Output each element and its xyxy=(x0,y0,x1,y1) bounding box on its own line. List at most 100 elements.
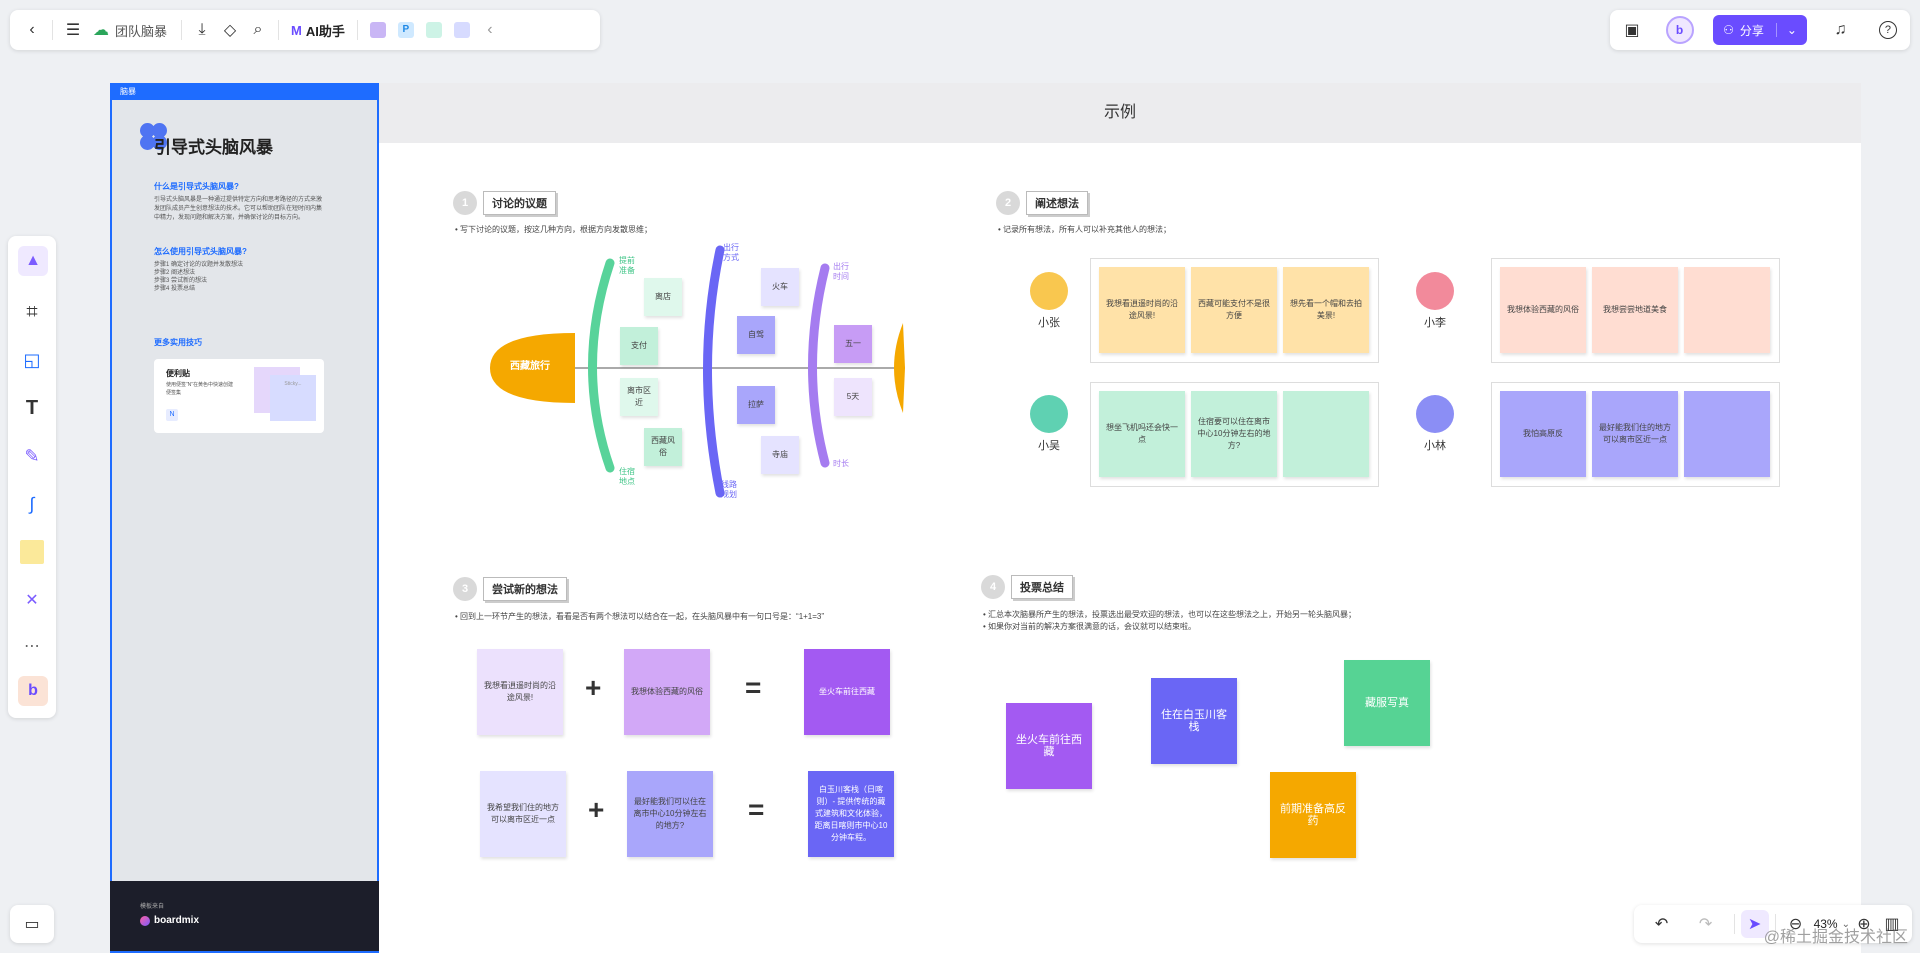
help-icon[interactable]: ? xyxy=(1874,16,1902,44)
briefcase-icon[interactable]: ▣ xyxy=(1624,22,1640,39)
person-lin: 小林 xyxy=(1413,395,1457,453)
sticky-note[interactable]: 我希望我们住的地方可以离市区近一点 xyxy=(480,771,566,857)
shape-icon[interactable]: ◱ xyxy=(23,349,41,370)
bone-blue xyxy=(703,245,725,498)
section-label[interactable]: 阐述想法 xyxy=(1026,191,1088,215)
zoom-level[interactable]: 43% xyxy=(1813,917,1838,931)
ai-assistant-button[interactable]: M AI助手 xyxy=(285,21,351,40)
step-item: 步骤1 确定讨论的议题并发散想法 xyxy=(154,262,244,268)
chat-plugin-icon[interactable] xyxy=(448,16,476,44)
menu-icon[interactable]: ☰ xyxy=(65,22,81,39)
sticky-note[interactable]: 我想尝尝地道美食 xyxy=(1592,267,1678,353)
sticky-note[interactable]: 离市区近 xyxy=(620,378,658,416)
sticky-note[interactable]: 我想看逍遥时尚的沿途风景! xyxy=(1099,267,1185,353)
template-footer: 模板来自 boardmix xyxy=(110,881,381,951)
desc-text: 如果你对当前的解决方案很满意的话，会议就可以结束啦。 xyxy=(988,622,1197,631)
q2-heading: 怎么使用引导式头脑风暴? xyxy=(154,247,247,256)
zoom-out-icon[interactable]: ⊖ xyxy=(1788,916,1803,933)
bell-icon[interactable]: ♫ xyxy=(1834,21,1847,38)
sticky-note[interactable]: 火车 xyxy=(761,268,799,306)
user-add-icon: ⚇ xyxy=(1723,23,1734,37)
sticky-note[interactable] xyxy=(1283,391,1369,477)
download-icon[interactable]: ⤓ xyxy=(198,21,206,38)
section-label[interactable]: 尝试新的想法 xyxy=(483,577,567,601)
map-toggle[interactable]: ▭ xyxy=(10,905,54,943)
sticky-note[interactable]: 我想体验西藏的风俗 xyxy=(624,649,710,735)
section-label[interactable]: 投票总结 xyxy=(1011,575,1073,599)
board-canvas[interactable] xyxy=(379,83,1861,953)
sticky-note[interactable]: 西藏可能支付不是很方便 xyxy=(1191,267,1277,353)
sticky-note[interactable]: 拉萨 xyxy=(737,386,775,424)
image-plugin-icon[interactable] xyxy=(364,16,392,44)
select-pointer-icon[interactable]: ➤ xyxy=(1740,910,1769,938)
avatar[interactable]: b xyxy=(1665,16,1694,44)
book-icon[interactable]: ▥ xyxy=(1884,916,1900,933)
template-icon[interactable]: ▲ xyxy=(18,246,48,276)
redo-icon[interactable]: ↷ xyxy=(1698,916,1713,933)
sticky-note[interactable]: 最好能我们住的地方可以离市区近一点 xyxy=(1592,391,1678,477)
section-4-title: 4 投票总结 xyxy=(981,575,1073,599)
desc-text: 汇总本次脑暴所产生的想法，投票选出最受欢迎的想法，也可以在这些想法之上，开始另一… xyxy=(988,610,1357,619)
branch-label: 提前准备 xyxy=(619,256,635,275)
section-2-title: 2 阐述想法 xyxy=(996,191,1088,215)
avatar xyxy=(1416,272,1454,310)
ideas-frame xyxy=(1090,258,1379,363)
sticky-note-icon[interactable] xyxy=(18,538,46,566)
undo-icon[interactable]: ↶ xyxy=(1654,916,1669,933)
zoom-in-icon[interactable]: ⊕ xyxy=(1857,916,1871,933)
doc-title[interactable]: 团队脑暴 xyxy=(115,23,168,39)
sticky-note[interactable]: 坐火车前往西藏 xyxy=(804,649,890,735)
person-name: 小张 xyxy=(1038,317,1060,329)
sticky-note[interactable]: 我怕高原反 xyxy=(1500,391,1586,477)
sticky-note[interactable]: 离店 xyxy=(644,278,682,316)
avatar xyxy=(1416,395,1454,433)
tag-icon[interactable]: ◇ xyxy=(223,22,237,39)
zoom-chevron-icon[interactable]: ⌄ xyxy=(1841,918,1850,930)
ppt-plugin-icon[interactable]: P xyxy=(392,16,420,44)
section-3-desc: • 回到上一环节产生的想法，看看是否有两个想法可以结合在一起，在头脑风暴中有一句… xyxy=(455,612,825,621)
back-icon[interactable]: ‹ xyxy=(29,21,35,38)
tip-card-title: 便利贴 xyxy=(166,369,190,378)
vote-sticky[interactable]: 住在白玉川客栈 xyxy=(1151,678,1237,764)
sticky-note[interactable]: 寺庙 xyxy=(761,436,799,474)
mindmap-icon[interactable]: ✕ xyxy=(25,592,39,609)
sticky-note[interactable]: 住宿要可以住在离市中心10分钟左右的地方? xyxy=(1191,391,1277,477)
avatar xyxy=(1030,272,1068,310)
tip-card[interactable]: 便利贴 使用便签“N”在黄色中快速创建便签集 N Sticky... xyxy=(154,359,324,433)
search-icon[interactable]: ⌕ xyxy=(253,21,263,38)
person-name: 小吴 xyxy=(1038,440,1060,452)
mindmap-plugin-icon[interactable] xyxy=(420,16,448,44)
sticky-note[interactable]: 想坐飞机吗还会快一点 xyxy=(1099,391,1185,477)
connector-icon[interactable]: ∫ xyxy=(29,493,35,514)
person-zhang: 小张 xyxy=(1027,272,1071,330)
sticky-note[interactable]: 想先看一个帽和去拍美景! xyxy=(1283,267,1369,353)
sticky-note[interactable]: 西藏风俗 xyxy=(644,428,682,466)
vote-sticky[interactable]: 藏服写真 xyxy=(1344,660,1430,746)
more-icon[interactable]: ⋯ xyxy=(24,638,40,655)
apps-icon[interactable]: b xyxy=(18,676,48,706)
section-number: 3 xyxy=(453,577,477,601)
sticky-note[interactable]: 自驾 xyxy=(737,316,775,354)
sticky-note[interactable] xyxy=(1684,267,1770,353)
vote-sticky[interactable]: 前期准备高反药 xyxy=(1270,772,1356,858)
share-button[interactable]: ⚇ 分享 ⌄ xyxy=(1713,15,1807,45)
sticky-note[interactable]: 五一 xyxy=(834,325,872,363)
bone-purple xyxy=(808,263,830,468)
fish-head-label: 西藏旅行 xyxy=(510,361,550,372)
sticky-note[interactable]: 我想体验西藏的风俗 xyxy=(1500,267,1586,353)
pen-icon[interactable]: ✎ xyxy=(24,445,40,466)
person-li: 小李 xyxy=(1413,272,1457,330)
sticky-note[interactable]: 白玉川客栈（日喀则）- 提供传统的藏式建筑和文化体验，距离日喀则市中心10分钟车… xyxy=(808,771,894,857)
text-icon[interactable]: T xyxy=(25,396,39,419)
sticky-note[interactable] xyxy=(1684,391,1770,477)
sticky-note[interactable]: 最好能我们可以住在离市中心10分钟左右的地方? xyxy=(627,771,713,857)
sticky-note[interactable]: 支付 xyxy=(620,327,658,365)
sticky-note[interactable]: 我想看逍遥时尚的沿途风景! xyxy=(477,649,563,735)
frame-icon[interactable]: ⌗ xyxy=(26,300,38,323)
chevron-down-icon[interactable]: ⌄ xyxy=(1775,23,1797,37)
sticky-note[interactable]: 5天 xyxy=(834,378,872,416)
vote-sticky[interactable]: 坐火车前往西藏 xyxy=(1006,703,1092,789)
collapse-icon[interactable]: ‹ xyxy=(487,21,493,38)
section-label[interactable]: 讨论的议题 xyxy=(483,191,556,215)
plus-sign: + xyxy=(588,794,605,825)
